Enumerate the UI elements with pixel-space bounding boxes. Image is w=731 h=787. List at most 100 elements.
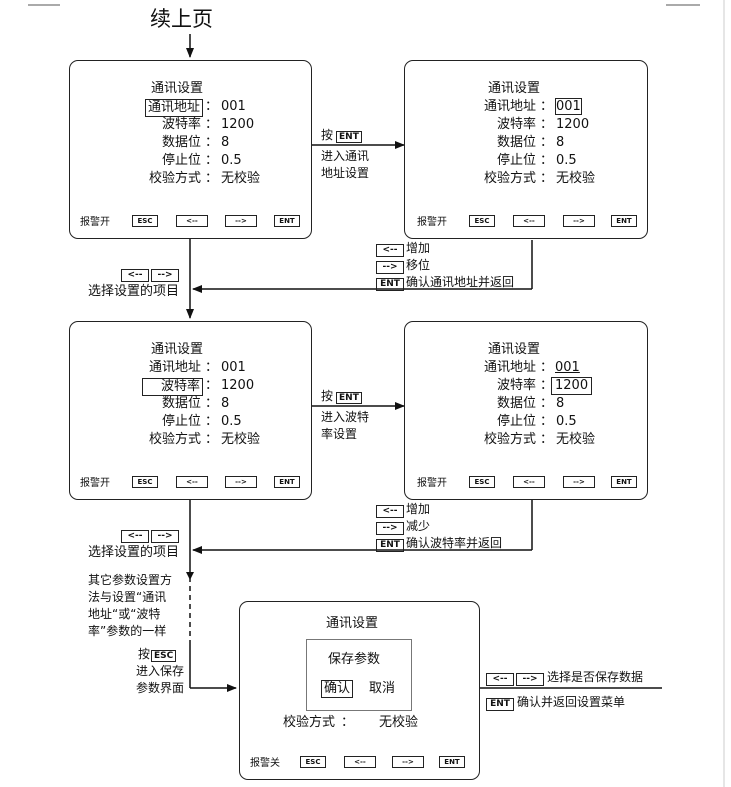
row-label-parity: 校验方式 [148, 432, 201, 447]
screen-save: 通讯设置 保存参数 确认 取消 校验方式 ： 无校验 报警关 ESC <-- -… [239, 601, 480, 780]
colon: ： [205, 432, 219, 447]
colon: ： [205, 414, 219, 429]
colon: ： [205, 153, 219, 168]
esc-key[interactable]: ESC [132, 215, 158, 227]
colon: ： [205, 135, 219, 150]
row-value-parity: 无校验 [221, 171, 261, 186]
colon: ： [341, 715, 355, 730]
row-value-baud: 1200 [556, 117, 590, 132]
esc-key[interactable]: ESC [469, 215, 495, 227]
screen-title: 通讯设置 [151, 342, 204, 357]
colon: ： [205, 378, 219, 393]
row-label-baud-selected: 波特率 [141, 378, 203, 396]
arrow-label-line1: 进入波特 [321, 410, 370, 424]
row-value-address-editing: 001 [555, 98, 582, 115]
ent-key-label: ENT [336, 392, 362, 404]
right-key[interactable]: --> [225, 476, 257, 488]
cancel-button[interactable]: 取消 [369, 681, 396, 696]
row-label-databits: 数据位 [496, 396, 536, 411]
left-key[interactable]: <-- [513, 215, 545, 227]
screen-title: 通讯设置 [151, 81, 204, 96]
colon: ： [540, 414, 554, 429]
row-value-databits: 8 [556, 135, 565, 150]
row-value-baud: 1200 [221, 117, 255, 132]
arrow-label-line2: 率设置 [321, 427, 358, 441]
right-key[interactable]: --> [563, 215, 595, 227]
ent-key-label: ENT [336, 131, 362, 143]
other-note-line3: 地址“或“波特 [88, 607, 161, 621]
row-label-address: 通讯地址 [148, 360, 201, 375]
confirm-button[interactable]: 确认 [321, 680, 354, 698]
left-key[interactable]: <-- [344, 756, 376, 768]
ent-key[interactable]: ENT [439, 756, 465, 768]
select-item-label-1: 选择设置的项目 [88, 284, 180, 299]
note-right-decrease: -->减少 [376, 519, 430, 535]
note-right-move: -->移位 [376, 258, 430, 274]
right-key[interactable]: --> [563, 476, 595, 488]
screen-title: 通讯设置 [326, 616, 379, 631]
colon: ： [540, 171, 554, 186]
select-keys-2: <----> [121, 527, 179, 543]
other-note-line1: 其它参数设置方 [88, 573, 173, 587]
colon: ： [540, 396, 554, 411]
esc-key-label: ESC [151, 650, 177, 662]
note-left-increase: <--增加 [376, 241, 430, 257]
row-value-stopbits: 0.5 [556, 414, 577, 429]
arrow-label-line1: 进入保存 [136, 664, 185, 678]
row-value-databits: 8 [221, 135, 230, 150]
screen-baud-edit: 通讯设置 通讯地址 ： 001 波特率 ： 1200 数据位 ： 8 停止位 ：… [404, 321, 648, 500]
row-label-address: 通讯地址 [483, 99, 536, 114]
row-label-address: 通讯地址 [483, 360, 536, 375]
row-label-parity: 校验方式 [282, 715, 335, 730]
row-value-stopbits: 0.5 [221, 153, 242, 168]
arrow-label-line2: 参数界面 [136, 681, 185, 695]
colon: ： [540, 135, 554, 150]
note-save-select: <---->选择是否保存数据 [486, 670, 643, 686]
row-value-stopbits: 0.5 [221, 414, 242, 429]
row-value-address: 001 [221, 99, 246, 114]
row-value-databits: 8 [556, 396, 565, 411]
left-key[interactable]: <-- [176, 215, 208, 227]
other-note-line2: 法与设置“通讯 [88, 590, 167, 604]
row-label-databits: 数据位 [161, 135, 201, 150]
colon: ： [540, 432, 554, 447]
row-label-baud: 波特率 [496, 117, 536, 132]
colon: ： [540, 117, 554, 132]
screen-baud-select: 通讯设置 通讯地址 ： 001 波特率 ： 1200 数据位 ： 8 停止位 ：… [69, 321, 312, 500]
ent-key[interactable]: ENT [274, 476, 300, 488]
page-title: 续上页 [150, 7, 213, 31]
row-label-baud: 波特率 [161, 117, 201, 132]
row-value-stopbits: 0.5 [556, 153, 577, 168]
row-value-parity: 无校验 [556, 171, 596, 186]
colon: ： [205, 396, 219, 411]
row-label-baud: 波特率 [496, 378, 536, 393]
ent-key[interactable]: ENT [611, 476, 637, 488]
row-label-databits: 数据位 [496, 135, 536, 150]
screen-address-select: 通讯设置 通讯地址 ： 001 波特率 ： 1200 数据位 ： 8 停止位 ：… [69, 60, 312, 239]
esc-key[interactable]: ESC [469, 476, 495, 488]
esc-key[interactable]: ESC [300, 756, 326, 768]
left-key[interactable]: <-- [176, 476, 208, 488]
row-value-databits: 8 [221, 396, 230, 411]
row-label-databits: 数据位 [161, 396, 201, 411]
left-key[interactable]: <-- [513, 476, 545, 488]
arrow-label-line1: 进入通讯 [321, 149, 370, 163]
screen-title: 通讯设置 [488, 81, 541, 96]
select-keys-1: <----> [121, 266, 179, 282]
ent-key[interactable]: ENT [274, 215, 300, 227]
esc-key[interactable]: ESC [132, 476, 158, 488]
save-dialog: 保存参数 确认 取消 [306, 639, 412, 711]
arrow-label-line2: 地址设置 [321, 166, 370, 180]
right-key[interactable]: --> [225, 215, 257, 227]
right-key[interactable]: --> [392, 756, 424, 768]
row-label-stopbits: 停止位 [496, 153, 536, 168]
status-alarm: 报警开 [417, 217, 447, 228]
colon: ： [540, 360, 554, 375]
status-alarm: 报警开 [80, 217, 110, 228]
ent-key[interactable]: ENT [611, 215, 637, 227]
row-label-stopbits: 停止位 [496, 414, 536, 429]
row-value-address: 001 [221, 360, 246, 375]
